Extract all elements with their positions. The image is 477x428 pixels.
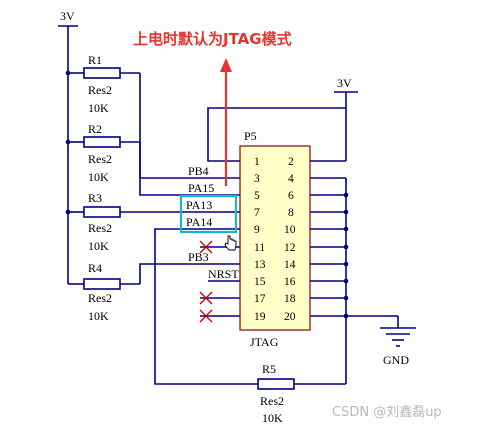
pin-7: 7 [254, 207, 260, 219]
net-label-pa14: PA14 [186, 215, 212, 229]
r3-value: 10K [88, 239, 109, 253]
resistor-r1: R1 Res2 10K [65, 53, 140, 115]
r5-value: 10K [262, 411, 283, 425]
pin-4: 4 [288, 173, 294, 185]
power-label-left: 3V [60, 9, 75, 23]
net-label-pa13: PA13 [186, 198, 212, 212]
r5-type: Res2 [260, 394, 284, 408]
r2-value: 10K [88, 170, 109, 184]
connector-name: JTAG [250, 335, 279, 349]
signal-wires [139, 73, 347, 385]
pin-14: 14 [284, 259, 296, 271]
watermark: CSDN @刘鑫磊up [332, 404, 442, 420]
net-labels: PB4 PA15 PA13 PA14 PB3 NRST [186, 164, 239, 281]
right-side-wiring [294, 108, 398, 385]
pin-10: 10 [284, 224, 296, 236]
power-symbol-3v-left: 3V [58, 9, 78, 284]
r4-value: 10K [88, 309, 109, 323]
ground-label: GND [383, 353, 409, 367]
r4-type: Res2 [88, 291, 112, 305]
annotation-text: 上电时默认为JTAG模式 [133, 30, 292, 48]
net-label-nrst: NRST [208, 267, 239, 281]
r1-type: Res2 [88, 83, 112, 97]
r5-ref: R5 [262, 362, 276, 376]
hand-cursor-icon [224, 235, 237, 251]
pin-11: 11 [254, 242, 265, 254]
resistor-r3: R3 Res2 10K [65, 191, 182, 253]
r4-ref: R4 [88, 261, 102, 275]
r1-ref: R1 [88, 53, 102, 67]
resistor-r5: R5 Res2 10K [257, 362, 295, 425]
pin-8: 8 [288, 207, 294, 219]
r2-type: Res2 [88, 152, 112, 166]
pin-5: 5 [254, 190, 260, 202]
connector-designator: P5 [244, 129, 257, 143]
r3-ref: R3 [88, 191, 102, 205]
net-label-pb3: PB3 [188, 250, 209, 264]
pin-15: 15 [254, 276, 266, 288]
no-connect-pin-19 [199, 309, 213, 323]
r1-value: 10K [88, 101, 109, 115]
ground-symbol: GND [380, 316, 416, 367]
annotation-arrow [220, 58, 232, 186]
r3-type: Res2 [88, 221, 112, 235]
resistor-r2: R2 Res2 10K [65, 122, 140, 184]
pin-17: 17 [254, 293, 266, 305]
pin-1: 1 [254, 156, 260, 168]
pin-3: 3 [254, 173, 260, 185]
pin-12: 12 [284, 242, 296, 254]
jtag-connector: P5 JTAG 1 3 5 7 9 11 13 15 17 19 2 4 6 8… [239, 129, 311, 349]
pin-19: 19 [254, 311, 266, 323]
no-connect-pin-11 [199, 240, 213, 254]
no-connect-pin-17 [199, 291, 213, 305]
pin-6: 6 [288, 190, 294, 202]
power-symbol-3v-right: 3V [334, 76, 358, 93]
pin-20: 20 [284, 311, 296, 323]
net-label-pa15: PA15 [188, 181, 214, 195]
resistor-r4: R4 Res2 10K [68, 261, 140, 323]
pin-2: 2 [288, 156, 294, 168]
pin-13: 13 [254, 259, 266, 271]
pin-18: 18 [284, 293, 296, 305]
power-label-right: 3V [337, 76, 352, 90]
no-connect-markers [199, 240, 213, 323]
net-label-pb4: PB4 [188, 164, 209, 178]
r2-ref: R2 [88, 122, 102, 136]
highlight-box [179, 194, 238, 234]
pin-16: 16 [284, 276, 296, 288]
connector-body [239, 145, 311, 331]
pin-9: 9 [254, 224, 260, 236]
